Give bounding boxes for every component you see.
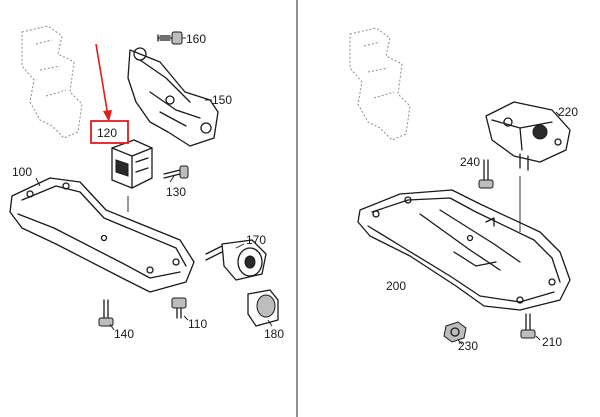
bolt-140 xyxy=(98,299,115,331)
label-part-230: 230 xyxy=(458,339,478,353)
right-panel: 220 240 200 230 210 xyxy=(349,27,578,353)
label-part-130: 130 xyxy=(166,185,186,199)
subframe-200 xyxy=(357,176,571,311)
label-part-160: 160 xyxy=(186,32,206,46)
label-part-150: 150 xyxy=(212,93,232,107)
crossmember-100 xyxy=(9,177,195,293)
label-part-220: 220 xyxy=(558,105,578,119)
label-part-110: 110 xyxy=(188,317,207,331)
highlight-box xyxy=(90,120,129,144)
label-part-240: 240 xyxy=(460,155,480,169)
bolt-240 xyxy=(478,159,494,189)
bolt-160 xyxy=(157,31,186,45)
label-part-120: 120 xyxy=(97,126,117,140)
bolt-110 xyxy=(171,297,189,321)
engine-ghost-left xyxy=(21,25,83,139)
engine-ghost-right xyxy=(349,27,411,141)
mount-220 xyxy=(485,101,571,171)
label-part-180: 180 xyxy=(264,327,284,341)
mount-120 xyxy=(111,139,153,189)
bracket-150 xyxy=(127,47,219,147)
bolt-130 xyxy=(163,165,189,183)
label-part-200: 200 xyxy=(386,279,406,293)
highlight-arrow-head xyxy=(103,110,112,122)
label-part-100: 100 xyxy=(12,165,32,179)
bushing-180 xyxy=(247,289,279,327)
bolt-210 xyxy=(520,313,541,341)
label-part-170: 170 xyxy=(246,233,266,247)
left-panel: 160 150 120 100 130 170 140 110 180 xyxy=(9,25,284,341)
label-part-210: 210 xyxy=(542,335,562,349)
label-part-140: 140 xyxy=(114,327,134,341)
nut-230 xyxy=(443,321,467,345)
highlight-arrow xyxy=(95,43,109,117)
highlight-callout-120 xyxy=(90,43,129,144)
bushing-170 xyxy=(205,239,267,281)
